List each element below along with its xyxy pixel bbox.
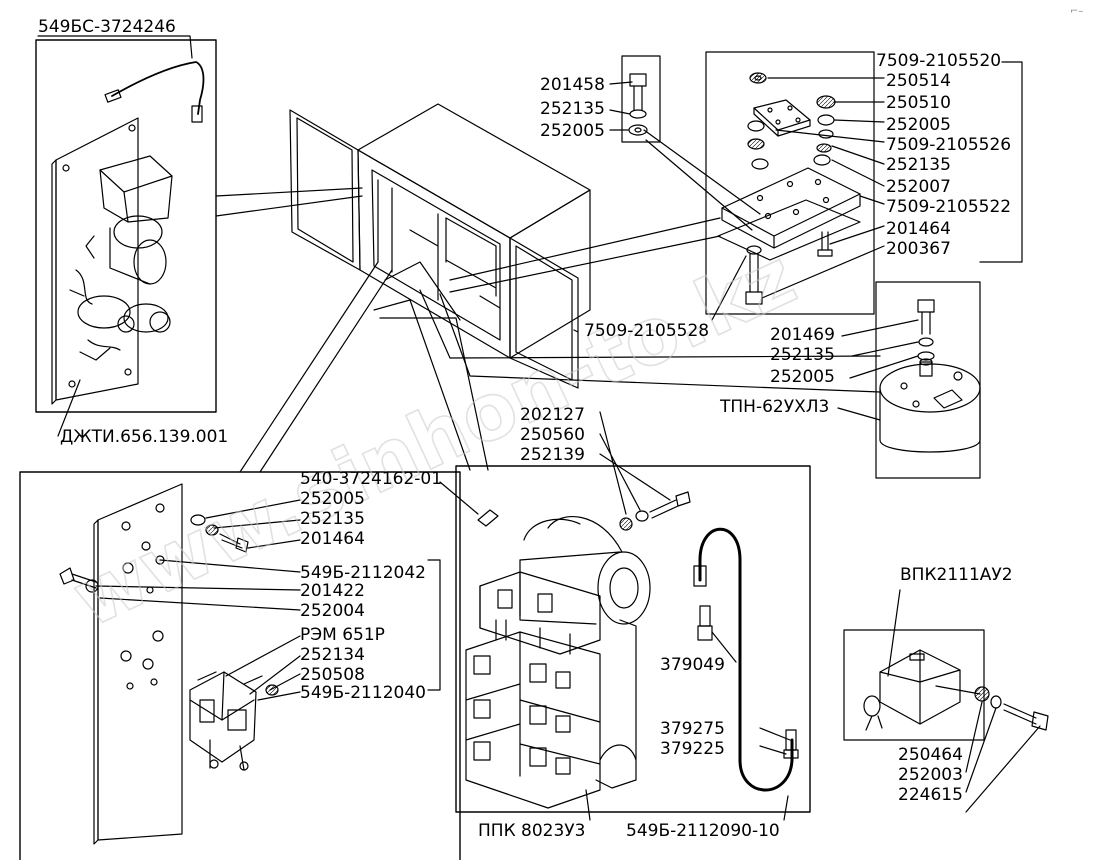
label-252135-b: 252135: [886, 155, 951, 175]
frame-plate-assembly: [705, 51, 875, 315]
leader-plate-assembly: [449, 217, 721, 293]
label-379225: 379225: [660, 739, 725, 759]
leaders-transformer: [837, 319, 919, 421]
label-tpn: ТПН-62УХЛ3: [720, 397, 830, 417]
frame-relay-panel: [35, 39, 217, 413]
leader-mounting-plate: [239, 261, 393, 473]
label-252135-a: 252135: [540, 99, 605, 119]
label-252004: 252004: [300, 601, 365, 621]
label-379275: 379275: [660, 719, 725, 739]
label-250514: 250514: [886, 71, 951, 91]
leaders-limit-switch: [887, 589, 1041, 813]
electrical-cabinet: [289, 103, 591, 389]
leader-549bs-3724246: [37, 35, 193, 59]
label-540-3724162-01: 540-3724162-01: [300, 469, 443, 489]
label-rem-651r: РЭМ 651Р: [300, 625, 385, 645]
leader-201458: [609, 81, 633, 85]
label-201458: 201458: [540, 75, 605, 95]
leader-transformer: [419, 289, 881, 393]
label-549b-2112040: 549Б-2112040: [300, 683, 426, 703]
label-ppk-8023u3: ППК 8023У3: [478, 821, 586, 841]
label-7509-2105526: 7509-2105526: [886, 135, 1012, 155]
label-549bs-3724246: 549БС-3724246: [38, 17, 176, 37]
leader-stack-to-plate: [643, 129, 761, 231]
label-252139: 252139: [520, 445, 585, 465]
label-250508: 250508: [300, 665, 365, 685]
corner-mark: ⌐–: [1070, 6, 1084, 17]
label-252135-d: 252135: [300, 509, 365, 529]
label-201422: 201422: [300, 581, 365, 601]
frame-starter: [455, 465, 811, 813]
label-250464: 250464: [898, 745, 963, 765]
starter-drawing: [465, 491, 799, 809]
label-7509-2105520: 7509-2105520: [876, 51, 1002, 71]
frame-fasteners-stack: [621, 55, 661, 143]
label-252005-c: 252005: [770, 367, 835, 387]
label-201464-b: 201464: [300, 529, 365, 549]
label-7509-2105528: 7509-2105528: [584, 321, 710, 341]
label-252005-b: 252005: [886, 115, 951, 135]
plate-assembly-drawing: [717, 72, 861, 305]
label-202127: 202127: [520, 405, 585, 425]
label-252134: 252134: [300, 645, 365, 665]
label-250510: 250510: [886, 93, 951, 113]
mounting-plate-drawing: [59, 483, 279, 845]
leader-djti: [57, 379, 81, 437]
frame-limit-switch: [843, 629, 985, 741]
leaders-starter: [439, 411, 791, 821]
transformer-drawing: [879, 299, 981, 453]
leaders-plate-assembly: [711, 77, 885, 321]
leader-wedge: [384, 261, 461, 321]
bracket-7509-2105520: [979, 61, 1023, 263]
leader-relay-panel: [215, 187, 363, 217]
label-549b-2112090-10: 549Б-2112090-10: [626, 821, 780, 841]
label-250560: 250560: [520, 425, 585, 445]
label-252135-c: 252135: [770, 345, 835, 365]
limit-switch-drawing: [863, 649, 1049, 731]
label-252003: 252003: [898, 765, 963, 785]
label-224615: 224615: [898, 785, 963, 805]
frame-mounting-plate: [19, 471, 461, 860]
label-201469: 201469: [770, 325, 835, 345]
fastener-stack: [628, 73, 648, 136]
label-200367: 200367: [886, 239, 951, 259]
frame-transformer: [875, 281, 981, 479]
leaders-mounting-plate: [95, 499, 301, 701]
label-252007: 252007: [886, 177, 951, 197]
bracket-549b-2112040: [427, 559, 441, 691]
label-252005-a: 252005: [540, 121, 605, 141]
label-vpk2111au2: ВПК2111АУ2: [900, 565, 1013, 585]
label-201464-a: 201464: [886, 219, 951, 239]
label-379049: 379049: [660, 655, 725, 675]
label-252005-d: 252005: [300, 489, 365, 509]
label-djti: ДЖТИ.656.139.001: [60, 427, 229, 447]
relay-panel-drawing: [51, 61, 205, 405]
leader-starter: [373, 299, 489, 471]
label-7509-2105522: 7509-2105522: [886, 197, 1012, 217]
leader-252135-a: [609, 109, 631, 115]
label-549b-2112042: 549Б-2112042: [300, 563, 426, 583]
